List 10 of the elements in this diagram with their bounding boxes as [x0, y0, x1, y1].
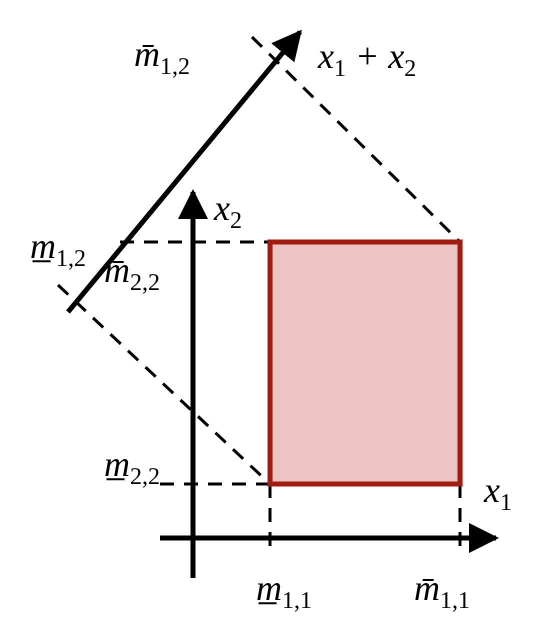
- bound-label: m̲$_{1,2}$: [30, 226, 86, 274]
- axis-label: x$_{1}$ + x$_{2}$: [318, 36, 416, 84]
- axis-label: x$_{2}$: [214, 188, 242, 236]
- bound-label: m̲$_{2,2}$: [104, 444, 160, 492]
- bound-label: m̄$_{1,1}$: [414, 568, 470, 616]
- axis-label: x$_{1}$: [484, 470, 512, 518]
- bound-label: m̄$_{2,2}$: [104, 250, 160, 298]
- feasible-rectangle: [268, 240, 462, 486]
- bound-label: m̄$_{1,2}$: [134, 34, 190, 82]
- bound-label: m̲$_{1,1}$: [256, 568, 312, 616]
